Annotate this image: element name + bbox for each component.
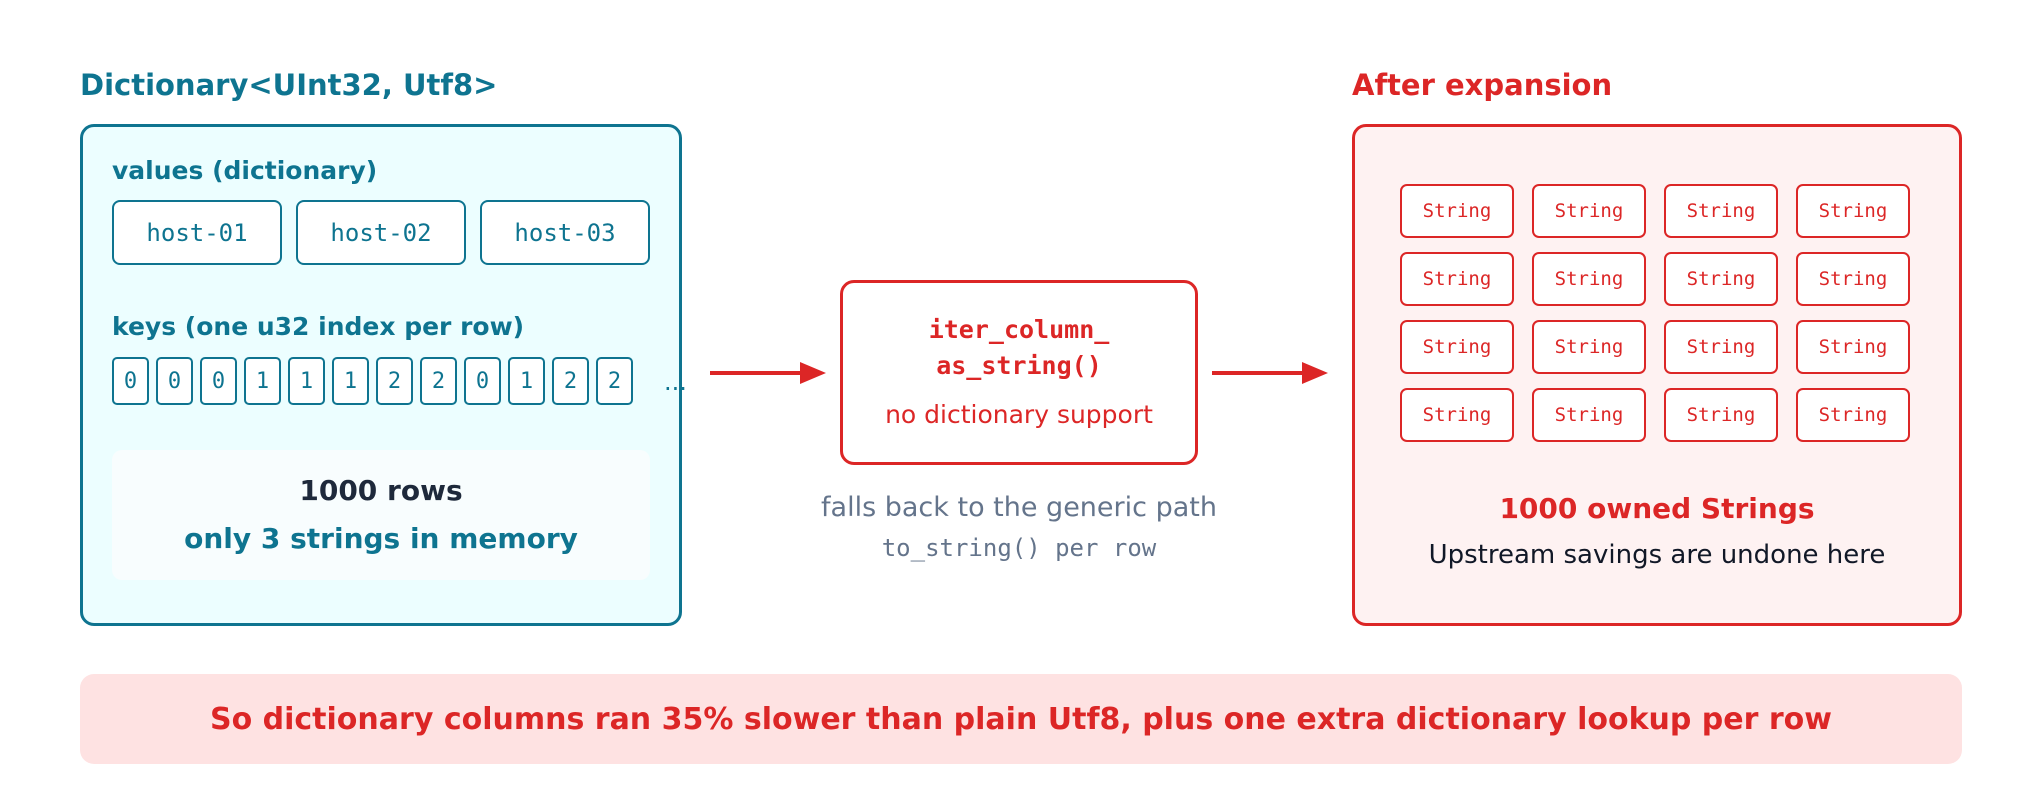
key-index: 1 — [508, 357, 545, 405]
key-index: 1 — [332, 357, 369, 405]
values-label: values (dictionary) — [112, 156, 378, 185]
dictionary-value: host-02 — [296, 200, 466, 265]
owned-strings-label: 1000 owned Strings — [1499, 492, 1815, 525]
row-count-label: 1000 rows — [299, 474, 463, 507]
string-box: String — [1664, 388, 1778, 442]
key-index: 1 — [244, 357, 281, 405]
savings-note: Upstream savings are undone here — [1428, 540, 1886, 570]
string-box: String — [1664, 252, 1778, 306]
function-name-line2: as_string() — [936, 351, 1102, 380]
string-box: String — [1400, 252, 1514, 306]
conclusion-banner: So dictionary columns ran 35% slower tha… — [80, 674, 1962, 764]
function-name-line1: iter_column_ — [928, 315, 1110, 344]
string-box: String — [1532, 388, 1646, 442]
function-note: no dictionary support — [885, 400, 1153, 429]
keys-label: keys (one u32 index per row) — [112, 312, 525, 341]
string-box: String — [1796, 320, 1910, 374]
string-box: String — [1532, 184, 1646, 238]
string-box: String — [1664, 184, 1778, 238]
string-box: String — [1532, 320, 1646, 374]
key-index: 1 — [288, 357, 325, 405]
arrow-to-expansion — [1212, 362, 1328, 384]
string-box: String — [1400, 388, 1514, 442]
key-index: 2 — [376, 357, 413, 405]
key-index: 2 — [420, 357, 457, 405]
string-box: String — [1796, 388, 1910, 442]
key-index: 0 — [464, 357, 501, 405]
dictionary-title: Dictionary<UInt32, Utf8> — [80, 68, 498, 102]
string-box: String — [1796, 252, 1910, 306]
key-index: 2 — [596, 357, 633, 405]
function-box — [840, 280, 1198, 465]
string-box: String — [1532, 252, 1646, 306]
key-index: 2 — [552, 357, 589, 405]
fallback-text: falls back to the generic path — [821, 492, 1217, 523]
keys-ellipsis: ... — [664, 368, 687, 396]
key-index: 0 — [200, 357, 237, 405]
function-name: iter_column_ as_string() — [840, 312, 1198, 384]
key-index: 0 — [112, 357, 149, 405]
dictionary-value: host-01 — [112, 200, 282, 265]
fallback-code: to_string() per row — [881, 534, 1157, 562]
expansion-title: After expansion — [1352, 68, 1613, 102]
string-box: String — [1664, 320, 1778, 374]
string-box: String — [1400, 184, 1514, 238]
string-box: String — [1400, 320, 1514, 374]
string-box: String — [1796, 184, 1910, 238]
key-index: 0 — [156, 357, 193, 405]
arrow-to-function — [710, 362, 826, 384]
dictionary-summary — [112, 450, 650, 580]
memory-note: only 3 strings in memory — [184, 522, 578, 555]
dictionary-value: host-03 — [480, 200, 650, 265]
